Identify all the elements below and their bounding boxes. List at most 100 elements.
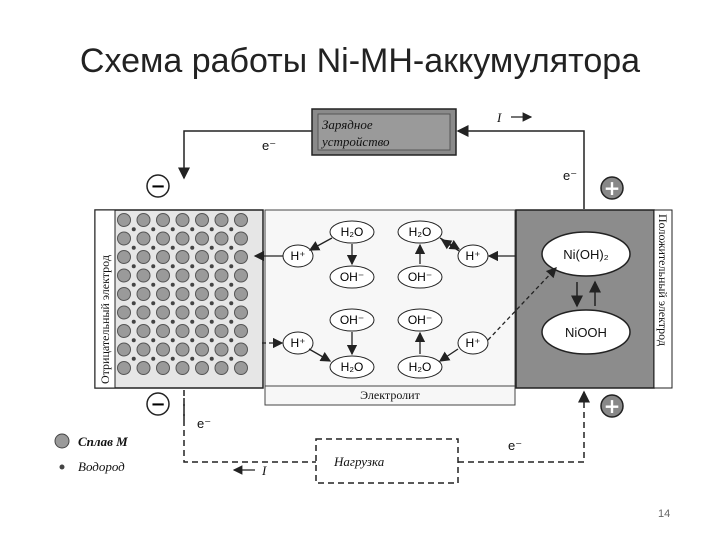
h2o-upper-left: H₂O bbox=[341, 225, 364, 239]
hydrogen-atom bbox=[190, 264, 195, 269]
alloy-particle bbox=[156, 342, 170, 357]
alloy-particle bbox=[234, 231, 248, 246]
hydrogen-atom bbox=[170, 301, 175, 306]
hydrogen-atom bbox=[209, 227, 214, 232]
alloy-particle bbox=[136, 268, 151, 283]
svg-text:+: + bbox=[604, 394, 621, 418]
oh-lower-right: OH⁻ bbox=[408, 313, 432, 327]
alloy-particle bbox=[117, 231, 131, 246]
hydrogen-atom bbox=[209, 264, 214, 269]
hydrogen-atom bbox=[151, 338, 156, 343]
hydrogen-atom bbox=[131, 282, 136, 287]
alloy-particle bbox=[136, 250, 151, 264]
hydrogen-atom bbox=[131, 245, 136, 250]
electron-label-top: e⁻ bbox=[262, 138, 276, 153]
hydrogen-atom bbox=[229, 338, 234, 343]
alloy-particle bbox=[214, 287, 229, 301]
hydrogen-atom bbox=[209, 338, 214, 343]
positive-terminal-top: + bbox=[600, 176, 624, 200]
h2o-lower-left: H₂O bbox=[341, 360, 364, 374]
electron-label-bottom-left: e⁻ bbox=[197, 416, 211, 431]
alloy-particle bbox=[214, 342, 229, 357]
hydrogen-atom bbox=[151, 356, 156, 361]
niooh-label: NiOOH bbox=[565, 325, 607, 340]
alloy-particle bbox=[136, 305, 151, 320]
negative-terminal-top: − bbox=[146, 174, 170, 198]
alloy-particle bbox=[195, 231, 209, 246]
positive-electrode-label: Положительный электрод bbox=[656, 214, 670, 346]
hydrogen-atom bbox=[229, 227, 234, 232]
hydrogen-atom bbox=[209, 282, 214, 287]
alloy-particle bbox=[117, 342, 131, 357]
alloy-particle bbox=[136, 231, 151, 246]
alloy-particle bbox=[175, 342, 190, 357]
alloy-particle bbox=[136, 342, 151, 357]
hydrogen-atom bbox=[190, 356, 195, 361]
alloy-particle bbox=[136, 361, 151, 375]
oh-lower-left: OH⁻ bbox=[340, 313, 364, 327]
hydrogen-atom bbox=[170, 264, 175, 269]
legend: Сплав M Водород bbox=[54, 433, 128, 474]
discharge-arrows bbox=[262, 267, 557, 349]
current-label-top: I bbox=[496, 110, 502, 125]
hydrogen-atom bbox=[190, 338, 195, 343]
hydrogen-atom bbox=[131, 301, 136, 306]
hydrogen-atom bbox=[170, 338, 175, 343]
alloy-particle bbox=[234, 213, 248, 227]
h2o-lower-right: H₂O bbox=[409, 360, 432, 374]
hydrogen-atom bbox=[229, 264, 234, 269]
h-plus-lower-left: H⁺ bbox=[291, 336, 306, 350]
electron-label-right: e⁻ bbox=[563, 168, 577, 183]
electrolyte-label: Электролит bbox=[360, 388, 420, 402]
hydrogen-atom bbox=[131, 338, 136, 343]
positive-terminal-bottom: + bbox=[600, 394, 624, 418]
hydrogen-atom bbox=[229, 282, 234, 287]
alloy-particle bbox=[117, 250, 131, 264]
negative-terminal-bottom: − bbox=[146, 392, 170, 416]
hydrogen-atom bbox=[190, 319, 195, 324]
alloy-particle bbox=[214, 305, 229, 320]
hydrogen-atom bbox=[170, 282, 175, 287]
h-plus-lower-right: H⁺ bbox=[466, 336, 481, 350]
hydrogen-atom bbox=[229, 356, 234, 361]
alloy-particle bbox=[156, 250, 170, 264]
alloy-particle bbox=[195, 213, 209, 227]
electron-label-bottom-right: e⁻ bbox=[508, 438, 522, 453]
alloy-particle bbox=[195, 324, 209, 338]
negative-electrode: Отрицательный электрод bbox=[94, 209, 264, 389]
alloy-particle bbox=[175, 231, 190, 246]
h2o-upper-right: H₂O bbox=[409, 225, 432, 239]
discharge-circuit bbox=[183, 390, 590, 463]
oh-upper-left: OH⁻ bbox=[340, 270, 364, 284]
hydrogen-atom bbox=[170, 356, 175, 361]
alloy-particle bbox=[156, 287, 170, 301]
alloy-particle bbox=[117, 361, 131, 375]
charger-label-1: Зарядное bbox=[322, 117, 373, 132]
hydrogen-atom bbox=[209, 301, 214, 306]
alloy-particle bbox=[117, 213, 131, 227]
hydrogen-atom bbox=[190, 227, 195, 232]
alloy-particle bbox=[117, 324, 131, 338]
positive-electrode: Положительный электрод Ni(OH)₂ NiOOH bbox=[515, 209, 673, 389]
charging-circuit bbox=[178, 125, 585, 209]
alloy-particle bbox=[234, 250, 248, 264]
alloy-particle bbox=[234, 342, 248, 357]
alloy-particle bbox=[156, 231, 170, 246]
current-label-bottom: I bbox=[261, 463, 267, 478]
hydrogen-atom bbox=[190, 245, 195, 250]
alloy-particle bbox=[195, 268, 209, 283]
legend-alloy: Сплав M bbox=[78, 434, 128, 449]
hydrogen-atom bbox=[209, 319, 214, 324]
alloy-particle bbox=[156, 361, 170, 375]
alloy-particle bbox=[156, 305, 170, 320]
alloy-particle bbox=[234, 305, 248, 320]
hydrogen-atom bbox=[190, 301, 195, 306]
alloy-particle bbox=[156, 324, 170, 338]
hydrogen-atom bbox=[170, 319, 175, 324]
nioh2-label: Ni(OH)₂ bbox=[563, 247, 608, 262]
hydrogen-atom bbox=[151, 264, 156, 269]
electrolyte-species: H₂O H₂O H⁺ H⁺ OH⁻ OH⁻ OH⁻ OH⁻ H⁺ H⁺ H₂O … bbox=[282, 220, 489, 379]
alloy-particle bbox=[117, 305, 131, 320]
alloy-particle bbox=[214, 324, 229, 338]
